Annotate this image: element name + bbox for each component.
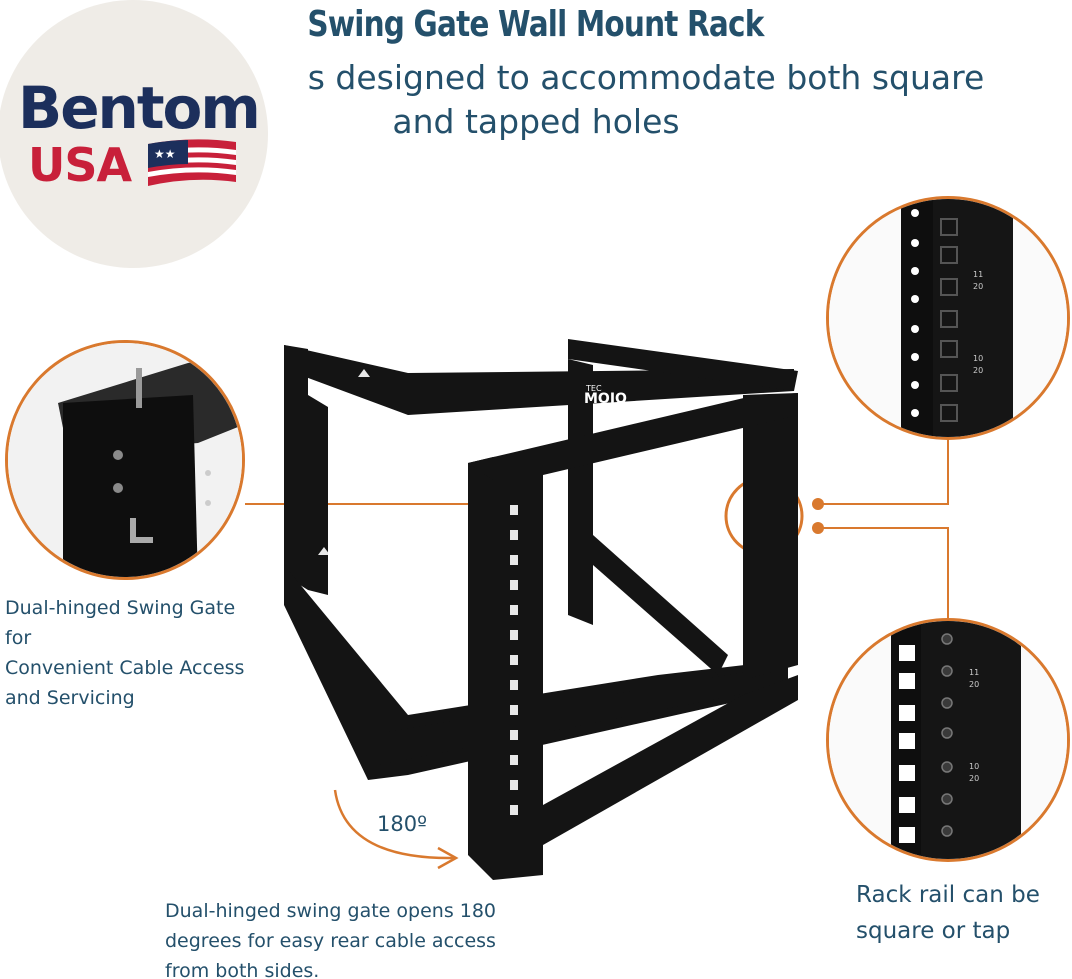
caption-line: Rack rail can be (856, 882, 1040, 908)
caption-line: Dual-hinged swing gate opens 180 (165, 900, 497, 922)
flag-icon: ★★ (148, 139, 236, 186)
rail-detail-zoom-top: 11 20 10 20 (826, 196, 1070, 440)
hinge-detail-zoom (5, 340, 245, 580)
brand-mark-small: TEC (585, 384, 602, 393)
rack-illustration: TEC MOJO (278, 335, 808, 880)
caption-line: square or tap (856, 918, 1011, 944)
rail-label: 10 (969, 762, 979, 771)
caption-line: from both sides. (165, 960, 320, 979)
logo-wordmark: Bentom (18, 74, 261, 142)
rail-label: 11 (969, 668, 979, 677)
caption-line: degrees for easy rear cable access (165, 930, 496, 952)
rail-label: 10 (973, 354, 983, 363)
callout-dot-right-top (812, 498, 824, 510)
caption-line: Convenient Cable Access (5, 657, 245, 679)
rail-label: 20 (969, 774, 979, 783)
hinge-caption: Dual-hinged Swing Gate for Convenient Ca… (5, 593, 265, 713)
rail-detail-zoom-bottom: 11 20 10 20 (826, 618, 1070, 862)
logo-country: USA (28, 138, 132, 192)
subtitle-line-2: and tapped holes (392, 102, 680, 141)
callout-dot-right-bottom (812, 522, 824, 534)
rail-label: 20 (969, 680, 979, 689)
rail-caption: Rack rail can be square or tap (856, 877, 1066, 949)
svg-text:★★: ★★ (154, 147, 176, 161)
rail-label: 11 (973, 270, 983, 279)
swing-angle-label: 180º (377, 812, 427, 836)
caption-line: Dual-hinged Swing Gate for (5, 597, 236, 649)
subtitle-line-1: s designed to accommodate both square (307, 58, 985, 97)
page-title: Swing Gate Wall Mount Rack (307, 4, 764, 45)
caption-line: and Servicing (5, 687, 135, 709)
brand-logo: Bentom USA ★★ (0, 0, 268, 268)
swing-caption: Dual-hinged swing gate opens 180 degrees… (165, 896, 525, 979)
rail-label: 20 (973, 366, 983, 375)
rail-label: 20 (973, 282, 983, 291)
brand-mark: MOJO (584, 391, 627, 407)
